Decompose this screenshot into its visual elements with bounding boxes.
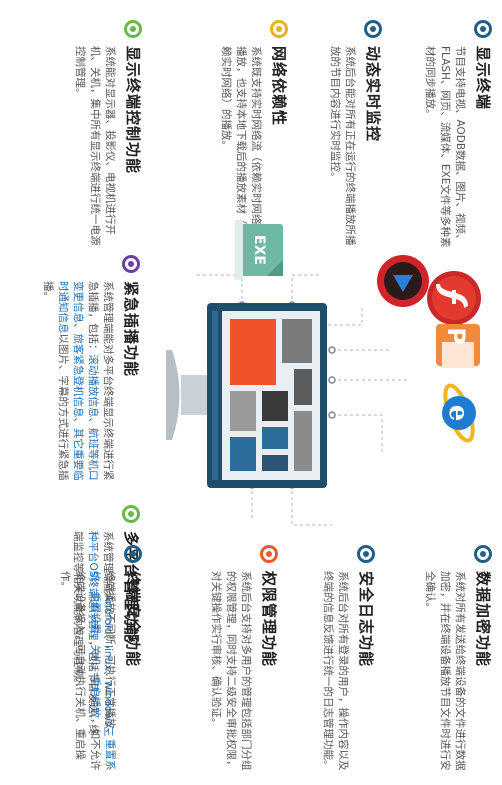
bullet-icon <box>474 20 493 38</box>
bullet-icon <box>260 545 279 563</box>
svg-text:e: e <box>443 405 473 422</box>
feature-description: 系统能对显示器、投影仪、电视机进行开机、关机，集中所有显示终端进行统一电源控制管… <box>74 46 116 246</box>
feature-description: 系统管理端能对多平台终端显示终端进行紧急插播，包括：滚动播放信息、航班等机口变更… <box>40 281 115 490</box>
feature-title: 权限管理功能 <box>260 571 278 668</box>
feature-title: 安全日志功能 <box>357 571 375 668</box>
feature-description: 系统后台支持对多用户的管理包括部门分组的权限管理，同时支持二级安全审批权限，对关… <box>210 571 252 771</box>
bullet-icon <box>124 20 143 38</box>
exe-label: EXE <box>251 235 267 265</box>
media-player-icon <box>377 255 429 307</box>
feature-display-terminal: 显示终端 节目支持电视、AODB数据、图片、视频、FLASH、网页、流媒体、EX… <box>422 20 494 250</box>
bullet-icon <box>474 545 493 563</box>
feature-terminal-security: 终端安全功能 终端播放不间断，可执行正常播放、重置系统、重置设置、关机、重启播放… <box>57 545 144 775</box>
feature-title: 终端安全功能 <box>124 571 142 668</box>
feature-description: 系统对所有发送给终端设备的文件进行数据加密，并在终端设备播放节目文件时进行安全确… <box>424 571 466 771</box>
feature-title: 动态实时监控 <box>364 46 382 143</box>
feature-network-dependency: 网络依赖性 系统既支持实时网络流（依赖实时网络）的播放，也支持本地下载后的播放素… <box>218 20 290 250</box>
ie-browser-icon: e <box>442 383 476 443</box>
bullet-icon <box>364 20 383 38</box>
feature-dynamic-monitor: 动态实时监控 系统后台能对所有正在运行的终端播放所播放的节目内容进行实时监控。 <box>327 20 384 250</box>
feature-emergency-insert: 紧急插播功能 系统管理端能对多平台终端显示终端进行紧急插播，包括：滚动播放信息、… <box>40 255 142 490</box>
feature-permission: 权限管理功能 系统后台支持对多用户的管理包括部门分组的权限管理，同时支持二级安全… <box>208 545 280 775</box>
bullet-icon <box>124 545 143 563</box>
powerpoint-icon: P <box>436 324 480 368</box>
feature-security-log: 安全日志功能 系统后台对所有登录的用户，操作内容以及终端的信息反馈进行统一的日志… <box>320 545 377 775</box>
monitor-icon <box>166 303 327 488</box>
feature-terminal-control: 显示终端控制功能 系统能对显示器、投影仪、电视机进行开机、关机，集中所有显示终端… <box>72 20 144 250</box>
feature-title: 数据加密功能 <box>474 571 492 668</box>
feature-description: 系统后台能对所有正在运行的终端播放所播放的节目内容进行实时监控。 <box>329 46 356 246</box>
bullet-icon <box>357 545 376 563</box>
exe-file-icon: EXE <box>235 220 283 280</box>
desc-text: 终端播放不间断，可执行正常播放、 <box>104 571 116 739</box>
feature-description: 系统后台对所有登录的用户，操作内容以及终端的信息反馈进行统一的日志管理功能。 <box>322 571 349 771</box>
bullet-icon <box>122 505 141 523</box>
bullet-icon <box>122 255 141 273</box>
feature-title: 网络依赖性 <box>270 46 288 127</box>
feature-title: 显示终端控制功能 <box>124 46 142 175</box>
flash-icon <box>427 271 481 325</box>
feature-title: 显示终端 <box>474 46 492 111</box>
svg-text:P: P <box>442 327 470 345</box>
feature-description: 节目支持电视、AODB数据、图片、视频、FLASH、网页、流媒体、EXE文件等多… <box>424 46 466 248</box>
monitor-illustration <box>166 274 407 526</box>
feature-data-encrypt: 数据加密功能 系统对所有发送给终端设备的文件进行数据加密，并在终端设备播放节目文… <box>422 545 494 775</box>
bullet-icon <box>270 20 289 38</box>
feature-title: 紧急插播功能 <box>122 281 140 378</box>
feature-description: 终端播放不间断，可执行正常播放、重置系统、重置设置、关机、重启播放，如不允许终端… <box>57 571 117 775</box>
